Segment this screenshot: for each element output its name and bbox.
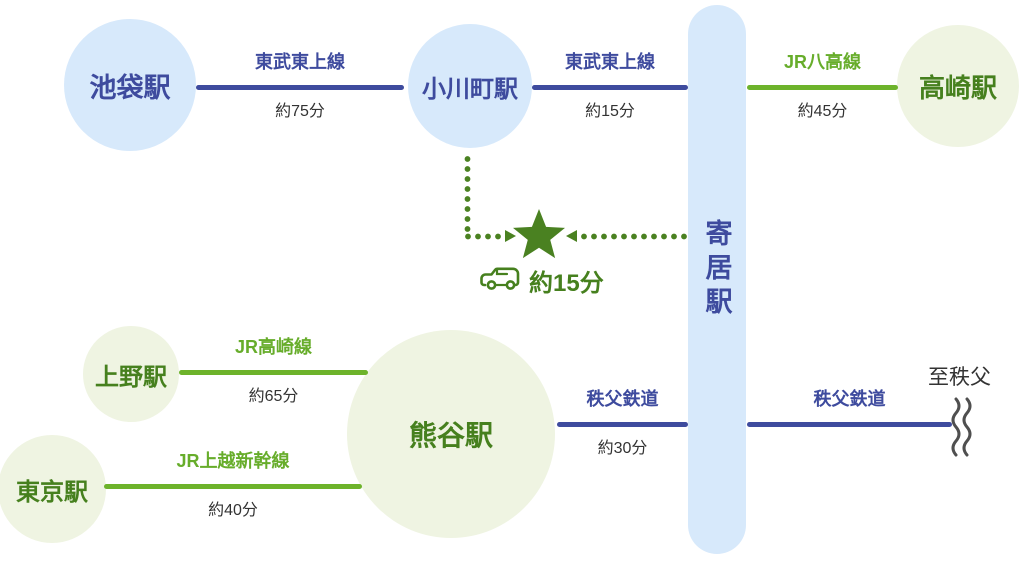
rail-line-bar xyxy=(747,422,952,427)
rail-line-name: JR上越新幹線 xyxy=(176,451,290,471)
station-ogawamachi-label: 小川町駅 xyxy=(422,75,518,103)
rail-line-bar xyxy=(747,85,898,90)
station-yorii: 寄居駅 xyxy=(688,5,746,554)
segment-jr-takasaki-ueno-kumagaya: JR高崎線 約65分 xyxy=(179,335,368,406)
travel-time: 約65分 xyxy=(248,388,299,405)
car-route-dotted-line-vertical xyxy=(464,154,471,236)
station-ueno-label: 上野駅 xyxy=(95,363,167,391)
station-tokyo: 東京駅 xyxy=(0,435,106,543)
segment-jr-hachiko-yorii-takasaki: JR八高線 約45分 xyxy=(747,50,898,121)
station-kumagaya: 熊谷駅 xyxy=(347,330,555,538)
segment-chichibu-railway-kumagaya-yorii: 秩父鉄道 約30分 xyxy=(557,387,688,458)
arrowhead-right-icon xyxy=(505,230,516,242)
rail-line-bar xyxy=(196,85,404,90)
segment-chichibu-railway-yorii-chichibu: 秩父鉄道 xyxy=(747,387,952,427)
station-yorii-label: 寄居駅 xyxy=(701,218,732,321)
station-ikebukuro: 池袋駅 xyxy=(64,19,196,151)
station-kumagaya-label: 熊谷駅 xyxy=(408,420,493,451)
station-takasaki-label: 高崎駅 xyxy=(918,72,997,103)
travel-time: 約40分 xyxy=(208,502,258,519)
rail-line-name: JR八高線 xyxy=(783,52,861,72)
station-ikebukuro-label: 池袋駅 xyxy=(89,72,171,103)
line-continuation-squiggle-icon xyxy=(948,396,976,463)
rail-line-name: 秩父鉄道 xyxy=(586,389,659,409)
rail-line-name: 東武東上線 xyxy=(255,52,345,72)
travel-time: 約75分 xyxy=(275,103,325,120)
segment-jr-joetsu-shinkansen-tokyo-kumagaya: JR上越新幹線 約40分 xyxy=(104,449,362,520)
station-ogawamachi: 小川町駅 xyxy=(408,24,532,148)
segment-tobu-tojo-ikebukuro-ogawamachi: 東武東上線 約75分 xyxy=(196,50,404,121)
rail-line-bar xyxy=(557,422,688,427)
destination-star-icon xyxy=(513,209,565,264)
station-ueno: 上野駅 xyxy=(83,326,179,422)
travel-time: 約45分 xyxy=(797,103,848,120)
travel-time: 約30分 xyxy=(597,440,648,457)
to-chichibu-label: 至秩父 xyxy=(928,366,991,389)
rail-line-name: JR高崎線 xyxy=(234,337,312,357)
segment-tobu-tojo-ogawamachi-yorii: 東武東上線 約15分 xyxy=(532,50,688,121)
car-route-dotted-line-left xyxy=(463,233,504,240)
rail-line-bar xyxy=(179,370,368,375)
rail-line-bar xyxy=(532,85,688,90)
rail-line-name: 東武東上線 xyxy=(565,52,655,72)
station-tokyo-label: 東京駅 xyxy=(16,478,88,506)
car-travel-time: 約15分 xyxy=(529,270,604,297)
rail-line-name: 秩父鉄道 xyxy=(813,389,886,409)
car-travel-info: 約15分 xyxy=(480,263,604,298)
station-takasaki: 高崎駅 xyxy=(897,25,1019,147)
arrowhead-left-icon xyxy=(566,230,577,242)
car-route-dotted-line-right xyxy=(579,233,687,240)
rail-line-bar xyxy=(104,484,362,489)
car-icon xyxy=(480,263,522,298)
travel-time: 約15分 xyxy=(585,103,635,120)
